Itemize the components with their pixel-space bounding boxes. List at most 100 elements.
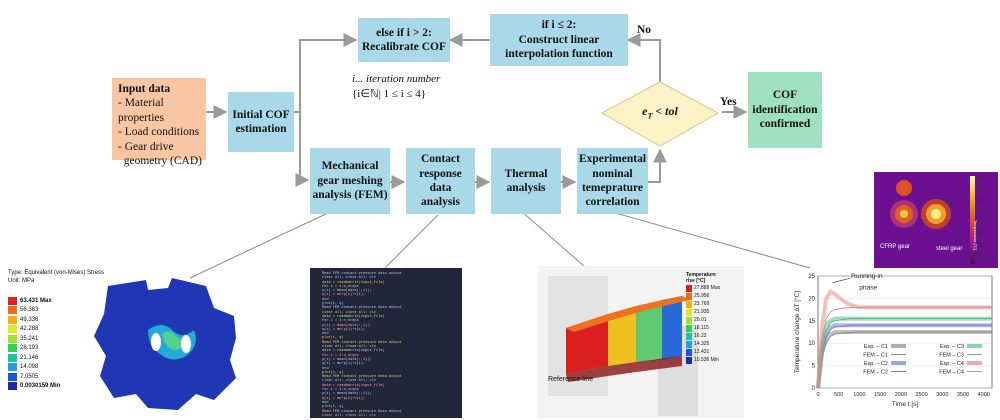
thermal-legend-item: 10.536 Min — [686, 356, 720, 364]
thermal-legend-swatch — [686, 324, 692, 332]
thermo-scale-bar — [970, 176, 975, 264]
code-line: end — [322, 400, 329, 405]
annotation-arrow — [832, 277, 851, 284]
stress-legend-item: 63.431 Max — [8, 296, 60, 306]
gear-stress-shape — [94, 278, 236, 410]
thermal-legend-title-line: Temperature — [686, 272, 716, 278]
stress-legend-swatch — [8, 325, 17, 334]
thermal-legend-item: 21.935 — [686, 308, 720, 316]
x-tick-label: 2000 — [895, 392, 907, 398]
input-data-title: Input data — [118, 83, 171, 95]
code-line: Read FEM contact pressure data output — [322, 306, 402, 311]
code-line: q(i) = mu*p(i)*v(i); — [322, 396, 366, 401]
thermo-scale-tick: 28 — [977, 187, 983, 193]
box-line: analysis — [420, 196, 460, 209]
x-tick-label: 1500 — [874, 392, 886, 398]
thermal-legend-item: 27.889 Max — [686, 284, 720, 292]
y-tick-label: 5 — [812, 364, 816, 370]
box-line: confirmed — [759, 118, 811, 131]
thermal-legend-swatch — [686, 340, 692, 348]
thermal-legend-item: 20.01 — [686, 316, 720, 324]
thermal-legend-label: 10.536 Min — [694, 357, 719, 363]
code-line: Read FEM contact pressure data output — [322, 340, 402, 345]
box-line: Construct linear — [518, 33, 600, 46]
series-line — [817, 318, 992, 389]
stress-legend-label: 35.241 — [20, 335, 39, 342]
thermography-gears — [874, 172, 998, 268]
stress-legend-label: 14.098 — [20, 364, 39, 371]
code-line: end — [322, 366, 329, 371]
x-tick-label: 2500 — [915, 392, 927, 398]
thermo-scale-tick: 22 — [977, 253, 983, 259]
box-line: temeprature — [581, 182, 644, 194]
stress-legend-item: 21.146 — [8, 353, 60, 363]
y-tick-label: 10 — [808, 341, 815, 347]
stress-legend-item: 42.288 — [8, 325, 60, 335]
y-tick-label: 0 — [812, 386, 816, 392]
input-item: - Load conditions — [118, 126, 200, 139]
x-tick-label: 3000 — [936, 392, 948, 398]
x-tick-label: 4000 — [978, 392, 990, 398]
running-in-label: Running-in — [851, 273, 883, 280]
box-line: response — [419, 167, 462, 180]
decision-diamond — [600, 81, 720, 147]
stress-title: Type: Equivalent (von-Mises) Stress — [8, 270, 105, 276]
thermal-legend-label: 23.769 — [694, 301, 710, 307]
thermal-legend-swatch — [686, 348, 692, 356]
code-line: plot(t, q) — [322, 336, 344, 341]
code-line: data = readmatrix(input_file) — [322, 314, 385, 319]
code-line: q(i) = mu*p(i)*v(i); — [322, 327, 366, 332]
stress-legend-swatch — [8, 363, 17, 372]
thermal-legend-swatch — [686, 300, 692, 308]
code-line: clear all; close all; clc — [322, 310, 376, 315]
legend-label: Exp. – C1 — [864, 344, 888, 350]
code-line: p(i) = mean(data(:,i)); — [322, 357, 372, 362]
code-line: q(i) = mu*p(i)*v(i); — [322, 362, 366, 367]
stress-legend-swatch — [8, 306, 17, 315]
box-line: correlation — [585, 196, 640, 209]
thermo-scale-tick: 27 — [977, 198, 983, 204]
thermal-legend-swatch — [686, 308, 692, 316]
stress-legend-item: 14.098 — [8, 363, 60, 373]
stress-legend-swatch — [8, 372, 17, 381]
box-line: Experimental — [578, 153, 647, 166]
stress-legend-item: 0.0030159 Min — [8, 382, 60, 392]
series-line — [817, 331, 992, 389]
input-item: geometry (CAD) — [118, 154, 202, 167]
box-line: data — [429, 182, 452, 194]
box-line: else if i > 2: — [376, 26, 432, 39]
thermal-legend-label: 18.115 — [694, 325, 709, 331]
thermal-legend-swatch — [686, 284, 692, 292]
no-label: No — [637, 24, 652, 36]
thermal-legend-item: 25.956 — [686, 292, 720, 300]
thermal-legend-item: 12.431 — [686, 348, 720, 356]
stress-legend-label: 63.431 Max — [20, 297, 52, 304]
code-line: p(i) = mean(data(:,i)); — [322, 323, 372, 328]
stress-legend-swatch — [8, 344, 17, 353]
y-axis-label: Temperature change ΔT [°C] — [793, 291, 801, 374]
legend-label: Exp. – C3 — [940, 344, 964, 350]
stress-legend-swatch — [8, 315, 17, 324]
x-tick-label: 3500 — [957, 392, 969, 398]
legend-label: FEM – C2 — [863, 370, 888, 376]
box-line: Thermal — [504, 167, 548, 180]
thermal-legend-swatch — [686, 356, 692, 364]
thermo-scale-tick: 26 — [977, 209, 983, 215]
legend-label: Exp. – C4 — [940, 361, 964, 367]
code-line: q(i) = mu*p(i)*v(i); — [322, 293, 366, 298]
decision-rest: < tol — [652, 104, 678, 118]
legend-label: FEM – C4 — [939, 370, 964, 376]
box-line: gear meshing — [317, 174, 383, 187]
code-line: for i = 1:n_steps — [322, 319, 359, 324]
thermo-scale-tick: 23 — [977, 242, 983, 248]
stress-plot: Type: Equivalent (von-Mises) Stress Unit… — [6, 268, 256, 418]
code-line: Read FEM contact pressure data output — [322, 375, 402, 380]
thermal-legend-label: 20.01 — [694, 317, 707, 323]
thermal-body — [548, 276, 698, 416]
x-tick-label: 500 — [834, 392, 843, 398]
stress-legend-label: 7.0505 — [20, 373, 39, 380]
